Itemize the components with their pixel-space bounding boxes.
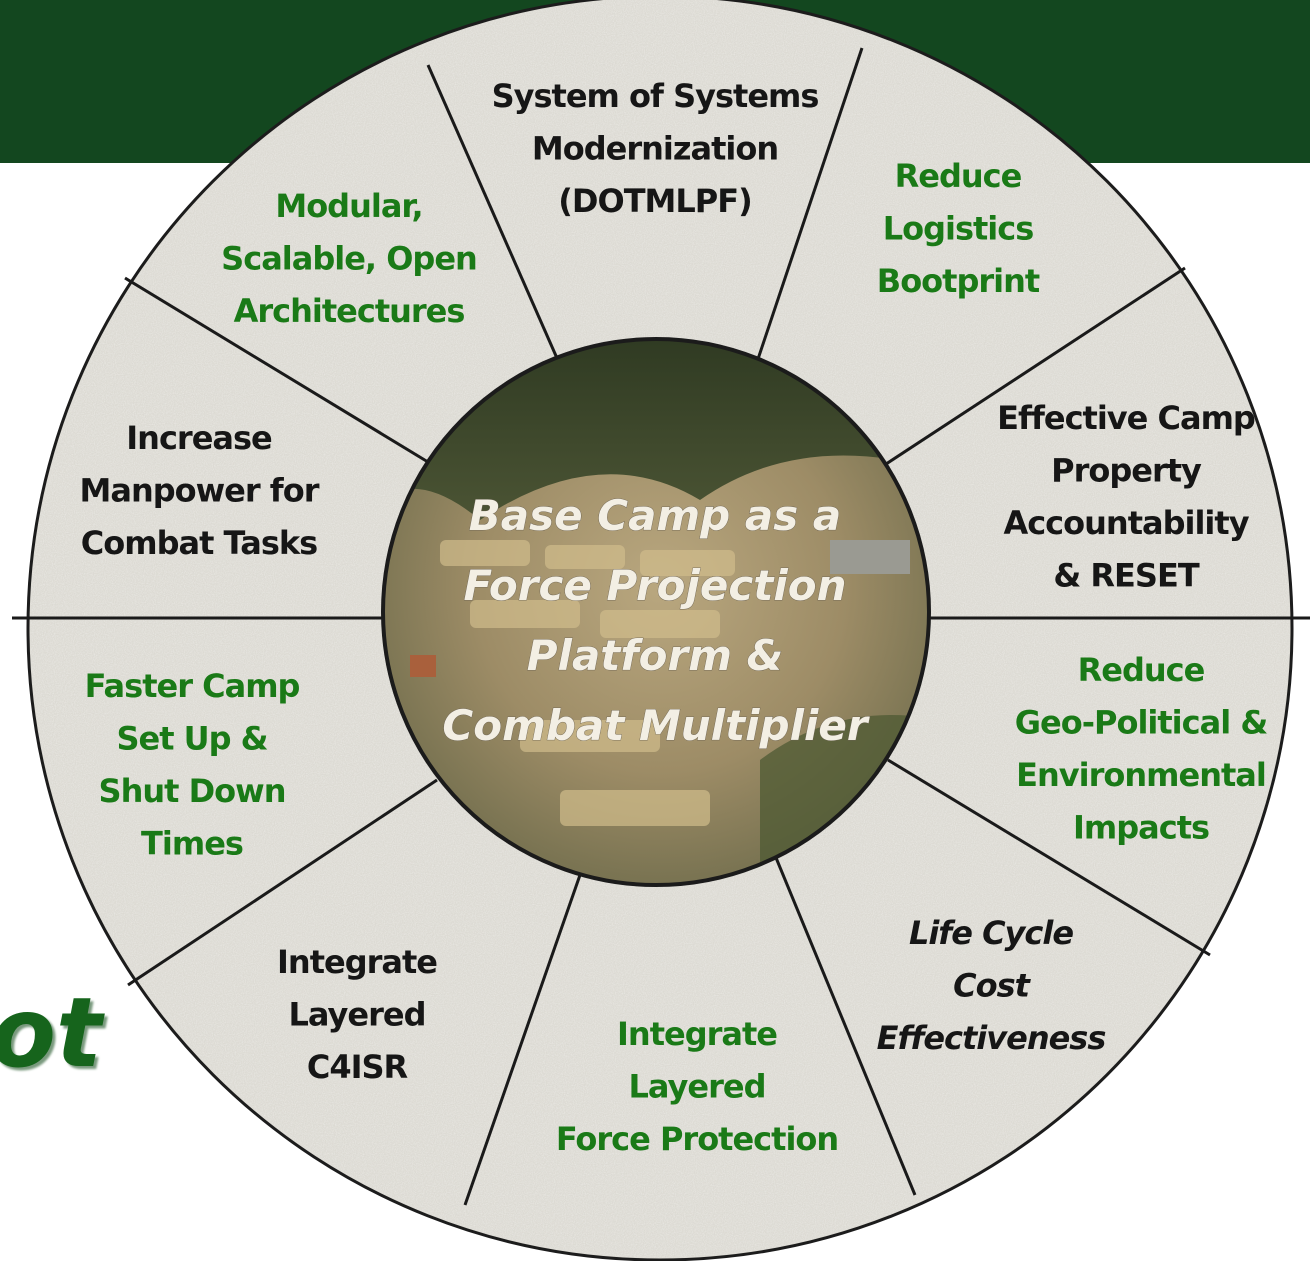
segment-label-line: Manpower for	[80, 472, 320, 510]
segment-label-line: Force Protection	[556, 1120, 838, 1158]
wheel-spoke	[753, 47, 864, 369]
segment-label-line: Increase	[126, 419, 272, 457]
segment-label-line: Logistics	[883, 210, 1034, 248]
segment-label-line: Accountability	[1003, 504, 1249, 542]
segment-label-line: Environmental	[1016, 756, 1266, 794]
segment-label-line: Combat Tasks	[81, 524, 317, 562]
wheel-spoke	[426, 64, 562, 366]
wheel-spoke	[127, 778, 438, 987]
segment-label-line: Layered	[629, 1068, 766, 1106]
hub-border	[381, 337, 931, 887]
segment-label-line: C4ISR	[307, 1048, 408, 1086]
segment-label-line: Integrate	[277, 943, 437, 981]
segment-label-line: Set Up &	[116, 720, 267, 758]
hub-title-line: Base Camp as a	[469, 491, 841, 540]
segment-label-line: Scalable, Open	[221, 240, 477, 278]
segment-label-line: Architectures	[234, 292, 465, 330]
segment-label-line: Shut Down	[99, 772, 286, 810]
segment-label-line: Effectiveness	[877, 1019, 1106, 1057]
wheel-spoke	[770, 847, 917, 1196]
wheel-spoke	[124, 276, 429, 464]
wheel-spoke	[882, 266, 1186, 468]
segment-label-line: Effective Camp	[997, 399, 1255, 437]
wheel-spoke	[463, 874, 582, 1206]
segment-label-line: Modular,	[275, 187, 422, 225]
segment-label-line: Reduce	[895, 157, 1022, 195]
segment-label-line: Impacts	[1073, 809, 1209, 847]
segment-label-line: & RESET	[1053, 557, 1199, 595]
segment-label-line: Layered	[289, 996, 426, 1034]
segment-label-line: Integrate	[617, 1015, 777, 1053]
segment-label-line: Bootprint	[877, 262, 1040, 300]
segment-label-line: (DOTMLPF)	[558, 182, 751, 220]
segment-label-line: Geo-Political &	[1015, 704, 1268, 742]
segment-label-line: Reduce	[1078, 651, 1205, 689]
hub-title-line: Force Projection	[463, 561, 846, 610]
hub-title-line: Combat Multiplier	[442, 701, 869, 750]
segment-label-line: Life Cycle	[909, 914, 1073, 952]
wheel-spoke	[887, 758, 1211, 957]
segment-label-line: Cost	[953, 967, 1032, 1005]
side-title-fragment: ot	[0, 977, 102, 1089]
segment-label-line: Modernization	[532, 130, 778, 168]
segment-label-line: Faster Camp	[85, 667, 300, 705]
segment-label-line: Property	[1051, 452, 1202, 490]
segment-label-line: Times	[141, 825, 243, 863]
segment-label-line: System of Systems	[492, 77, 819, 115]
wheel-spokes	[12, 47, 1310, 1206]
hub-title-line: Platform &	[527, 631, 783, 680]
